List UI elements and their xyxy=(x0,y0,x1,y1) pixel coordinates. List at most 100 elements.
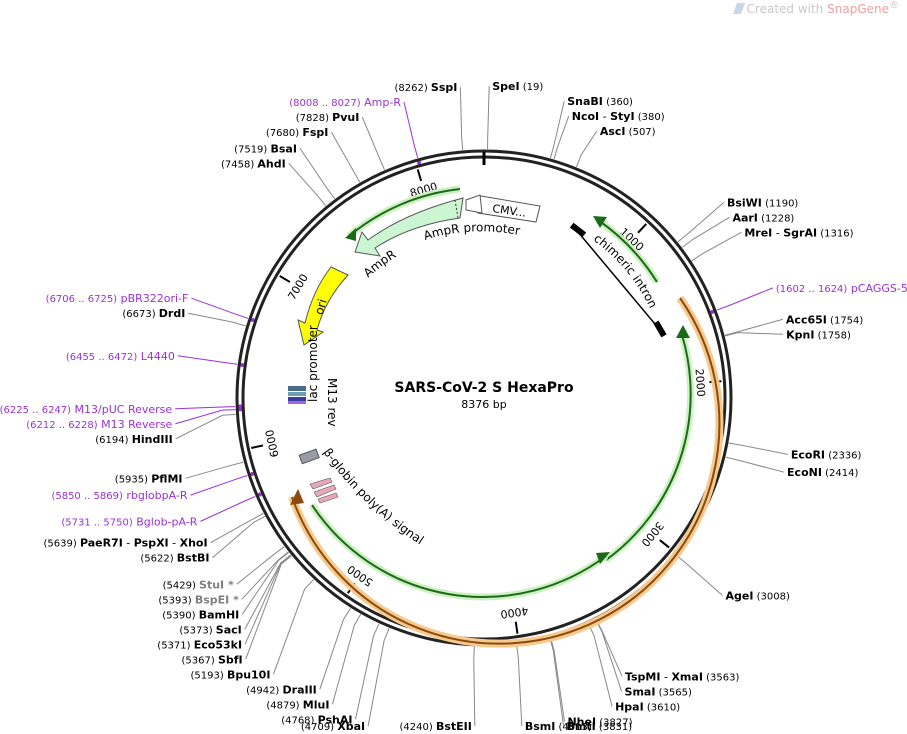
site-label-23[interactable]: (5193) Bpu10I xyxy=(191,668,271,681)
site-label-33[interactable]: (6194) HindIII xyxy=(95,433,172,446)
lac-promoter-blocks xyxy=(288,386,306,404)
site-name: DrdI xyxy=(159,307,186,320)
site-label-10[interactable]: EcoNI (2414) xyxy=(787,466,858,479)
site-name-2: XmaI xyxy=(671,670,702,683)
site-separator: - xyxy=(660,670,671,683)
site-position: (3563) xyxy=(703,672,740,683)
site-name: Eco53kI xyxy=(194,638,242,651)
site-name: EcoNI xyxy=(787,466,822,479)
site-label-3[interactable]: AscI (507) xyxy=(600,125,656,138)
m13-rev-label: M13 rev xyxy=(325,378,339,427)
primer-label-5[interactable]: (5850 .. 5869) rbglobpA-R xyxy=(51,489,187,502)
site-position: (3565) xyxy=(655,687,692,698)
site-leader-20 xyxy=(355,623,380,720)
site-label-15[interactable]: NheI (3827) xyxy=(567,715,632,728)
site-label-27[interactable]: (5390) BamHI xyxy=(162,608,239,621)
site-position: (7828) xyxy=(296,113,332,124)
site-leader-21 xyxy=(331,614,362,705)
ampr-promoter-arrow xyxy=(465,194,483,214)
site-label-12[interactable]: TspMI - XmaI (3563) xyxy=(625,670,739,683)
primer-range: (6706 .. 6725) xyxy=(46,294,118,305)
site-label-29[interactable]: (5429) StuI * xyxy=(163,578,234,591)
site-name: BsiWI xyxy=(727,196,762,209)
site-position: (1758) xyxy=(814,330,851,341)
site-label-11[interactable]: AgeI (3008) xyxy=(725,590,789,603)
primer-label-2[interactable]: (6455 .. 6472) L4440 xyxy=(66,350,175,363)
plasmid-length: 8376 bp xyxy=(461,398,506,411)
site-label-7[interactable]: Acc65I (1754) xyxy=(786,313,863,326)
site-name: SspI xyxy=(431,81,457,94)
site-leader-1 xyxy=(549,100,565,159)
site-position: (5367) xyxy=(182,655,218,666)
site-label-36[interactable]: (7519) BsaI xyxy=(234,142,297,155)
site-label-19[interactable]: (4709) XbaI xyxy=(301,720,365,733)
intron-green-arrowhead xyxy=(593,216,607,228)
site-label-32[interactable]: (5935) PflMI xyxy=(115,472,183,485)
site-position: (380) xyxy=(635,112,665,123)
site-label-31[interactable]: (5639) PaeR7I - PspXI - XhoI xyxy=(44,537,208,550)
site-label-25[interactable]: (5371) Eco53kI xyxy=(157,638,242,651)
site-label-4[interactable]: BsiWI (1190) xyxy=(727,196,798,209)
bglob-arrow-1 xyxy=(309,477,333,490)
lac-block-1 xyxy=(288,386,306,391)
site-label-5[interactable]: AarI (1228) xyxy=(732,211,794,224)
site-label-9[interactable]: EcoRI (2336) xyxy=(791,448,862,461)
site-leader-10 xyxy=(725,456,785,473)
site-label-16[interactable]: BmtI (3831) xyxy=(567,720,633,733)
primer-site-marker-3 xyxy=(238,404,243,409)
primer-label-3[interactable]: (6225 .. 6247) M13/pUC Reverse xyxy=(0,403,172,416)
site-label-14[interactable]: HpaI (3610) xyxy=(615,700,680,713)
site-name: AgeI xyxy=(725,590,753,603)
site-leader-23 xyxy=(272,579,314,675)
lac-block-2 xyxy=(288,392,306,396)
site-label-17[interactable]: BsmI (4013) xyxy=(525,720,592,733)
primer-name: M13 Reverse xyxy=(101,418,172,431)
site-name-2: PspXI xyxy=(134,537,169,550)
site-label-18[interactable]: (4240) BstEII xyxy=(400,720,472,733)
primer-name: rbglobpA-R xyxy=(126,489,187,502)
site-position: (507) xyxy=(626,127,656,138)
site-position: (4879) xyxy=(266,700,302,711)
site-label-39[interactable]: (8262) SspI xyxy=(394,81,457,94)
site-label-34[interactable]: (6673) DrdI xyxy=(122,307,185,320)
site-label-0[interactable]: SpeI (19) xyxy=(492,80,543,93)
primer-label-6[interactable]: (5731 .. 5750) Bglob-pA-R xyxy=(61,515,197,528)
site-label-22[interactable]: (4942) DraIII xyxy=(246,683,317,696)
site-label-38[interactable]: (7828) PvuI xyxy=(296,111,360,124)
site-label-35[interactable]: (7458) AhdI xyxy=(221,157,286,170)
site-label-21[interactable]: (4879) MluI xyxy=(266,698,329,711)
site-label-8[interactable]: KpnI (1758) xyxy=(786,328,851,341)
polya-green-arrow-line xyxy=(311,504,607,598)
site-leader-38 xyxy=(361,116,385,170)
site-label-37[interactable]: (7680) FspI xyxy=(266,126,328,139)
primer-label-4[interactable]: (6212 .. 6228) M13 Reverse xyxy=(26,418,172,431)
primer-site-marker-0 xyxy=(710,309,715,314)
site-label-6[interactable]: MreI - SgrAI (1316) xyxy=(744,226,853,239)
site-label-30[interactable]: (5622) BstBI xyxy=(140,552,209,565)
primer-label-1[interactable]: (6706 .. 6725) pBR322ori-F xyxy=(46,292,189,305)
site-label-20[interactable]: (4768) PshAI xyxy=(281,713,352,726)
site-position: (5371) xyxy=(157,640,193,651)
site-label-2[interactable]: NcoI - StyI (380) xyxy=(572,110,665,123)
site-label-24[interactable]: (5367) SbfI xyxy=(182,653,243,666)
site-label-26[interactable]: (5373) SacI xyxy=(179,623,241,636)
site-leader-32 xyxy=(185,461,244,479)
lac-promoter-label: lac promoter xyxy=(306,325,320,402)
intron-start-block xyxy=(569,222,587,238)
site-leader-35 xyxy=(288,162,327,207)
cmv-promoter-feature: CMV... xyxy=(466,195,541,223)
site-leader-0 xyxy=(487,86,490,150)
site-label-28[interactable]: (5393) BspEI * xyxy=(158,593,239,606)
site-leader-18 xyxy=(473,646,476,727)
site-label-13[interactable]: SmaI (3565) xyxy=(625,685,692,698)
site-leader-19 xyxy=(367,628,390,727)
site-label-1[interactable]: SnaBI (360) xyxy=(567,95,633,108)
primer-label-0[interactable]: (1602 .. 1624) pCAGGS-5 xyxy=(776,282,907,295)
primer-label-7[interactable]: (8008 .. 8027) Amp-R xyxy=(289,96,401,109)
watermark-prefix: Created with xyxy=(746,2,828,16)
tick-label-4000: 4000 xyxy=(500,604,530,621)
site-leader-22 xyxy=(319,607,351,690)
site-position: (7680) xyxy=(266,128,302,139)
site-leader-31 xyxy=(210,513,264,544)
site-name: AhdI xyxy=(257,157,285,170)
